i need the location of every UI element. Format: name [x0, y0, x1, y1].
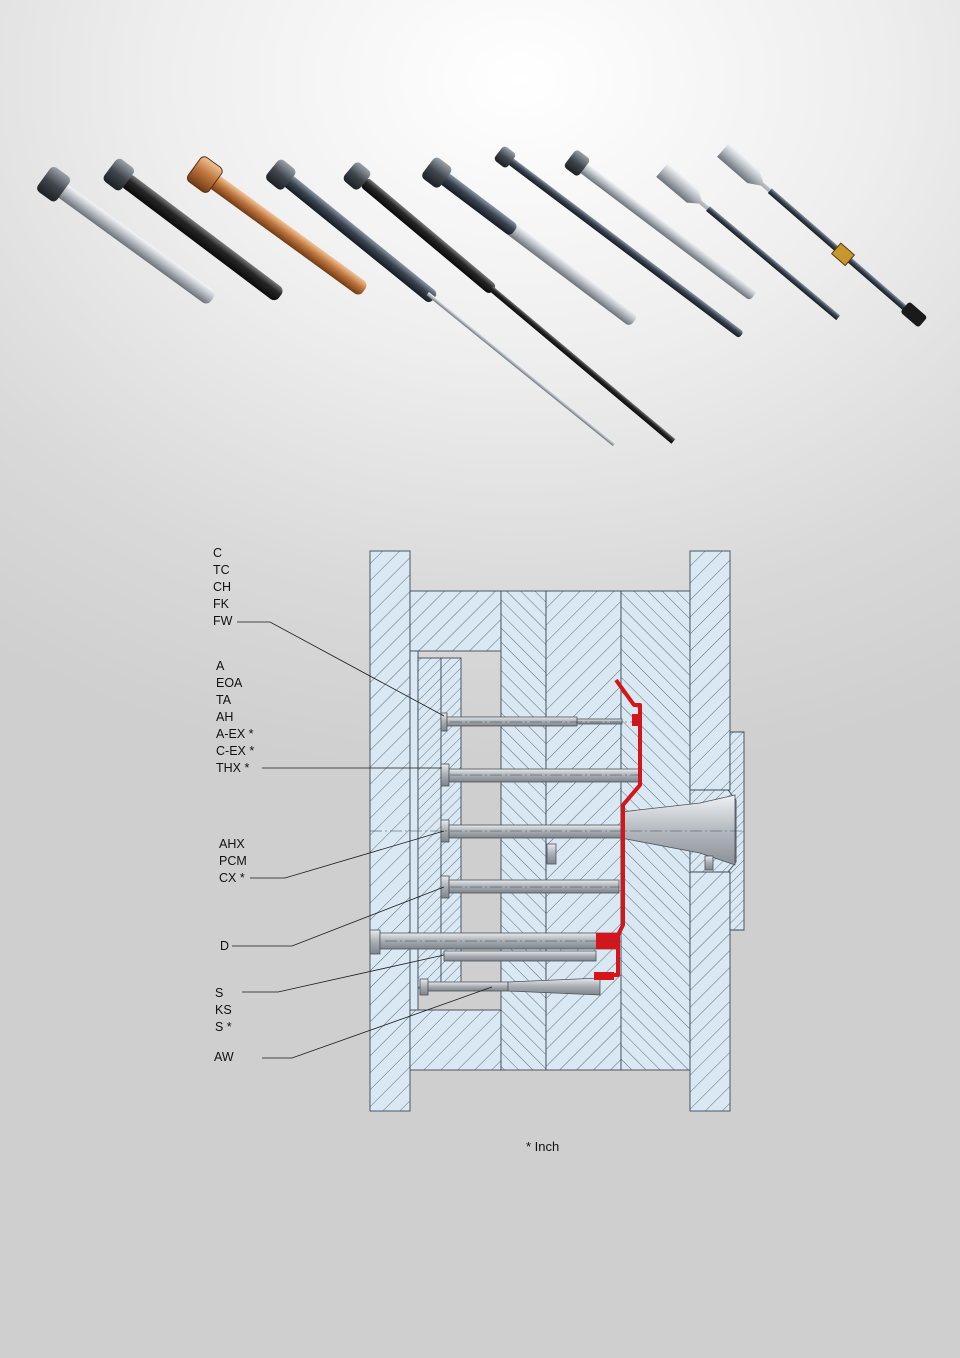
ejector-pin-2 [103, 158, 283, 301]
label-thx: THX * [216, 761, 250, 775]
label-fk: FK [213, 597, 229, 611]
ejector-pin-8 [564, 150, 756, 300]
label-s: S [215, 986, 224, 1000]
return-pin [704, 855, 714, 871]
label-a: A [216, 659, 225, 673]
label-group-aw: AW [214, 1049, 234, 1066]
ejector-pin-ahx [448, 824, 622, 839]
label-group-a: A EOA TA AH A-EX * C-EX * THX * [216, 658, 254, 777]
label-eoa: EOA [216, 676, 243, 690]
leader-line-c [237, 621, 445, 717]
ejector-retainer-plate [409, 650, 419, 1011]
label-cx: CX * [219, 871, 245, 885]
label-aw: AW [214, 1050, 234, 1064]
label-group-c: C TC CH FK FW [213, 545, 232, 630]
ejector-blade-1 [656, 163, 841, 321]
leader-line-s [242, 954, 445, 993]
top-spacer-rail [409, 590, 502, 652]
label-fw: FW [213, 614, 233, 628]
ejector-pin-3 [186, 156, 367, 295]
label-group-ahx: AHX PCM CX * [219, 836, 247, 887]
label-ahx: AHX [219, 837, 245, 851]
label-c-ex: C-EX * [216, 744, 255, 758]
ejector-pin-a-head [440, 763, 450, 787]
ejector-pin-6 [422, 157, 637, 325]
ejector-pin-cx-head [440, 875, 450, 899]
ejector-sleeve-d-head [369, 929, 381, 955]
label-pcm: PCM [219, 854, 247, 868]
leader-line-d [232, 886, 445, 947]
ejector-pin-c-shaft [446, 716, 578, 727]
label-c: C [213, 546, 223, 560]
label-a-ex: A-EX * [216, 727, 254, 741]
bottom-spacer-rail [409, 1009, 502, 1071]
footnote-inch: * Inch [526, 1139, 560, 1154]
ejector-pins-photo [37, 143, 927, 447]
label-tc: TC [213, 563, 230, 577]
guide-bushing [546, 843, 557, 865]
ejector-pin-1 [37, 166, 215, 304]
ejector-blade-aw-head [419, 978, 429, 996]
ejector-blade-aw [427, 981, 509, 992]
label-group-s: S KS S * [215, 985, 232, 1036]
leader-line-ahx [250, 830, 445, 879]
label-d: D [220, 939, 230, 953]
molded-part-highlight [594, 678, 642, 977]
label-ah: AH [216, 710, 234, 724]
label-group-d: D [220, 938, 229, 955]
label-ks: KS [215, 1003, 232, 1017]
ejector-pin-7 [494, 146, 743, 338]
label-ta: TA [216, 693, 232, 707]
ejector-blade-2 [717, 143, 927, 327]
ejector-pin-cx [448, 879, 620, 894]
ejector-blade-aw-tip [507, 977, 601, 996]
leader-line-aw [262, 986, 493, 1059]
molded-part-boss [632, 714, 640, 726]
ejector-pin-5 [343, 162, 676, 444]
molded-part-rib-2 [594, 972, 614, 980]
ejector-pin-a [448, 768, 640, 783]
label-ch: CH [213, 580, 232, 594]
ejector-pin-c-tip [576, 718, 623, 725]
label-s-inch: S * [215, 1020, 232, 1034]
ejector-pin-s [443, 950, 597, 962]
ejector-pin-4 [266, 159, 616, 447]
mold-cross-section-diagram [232, 550, 745, 1112]
